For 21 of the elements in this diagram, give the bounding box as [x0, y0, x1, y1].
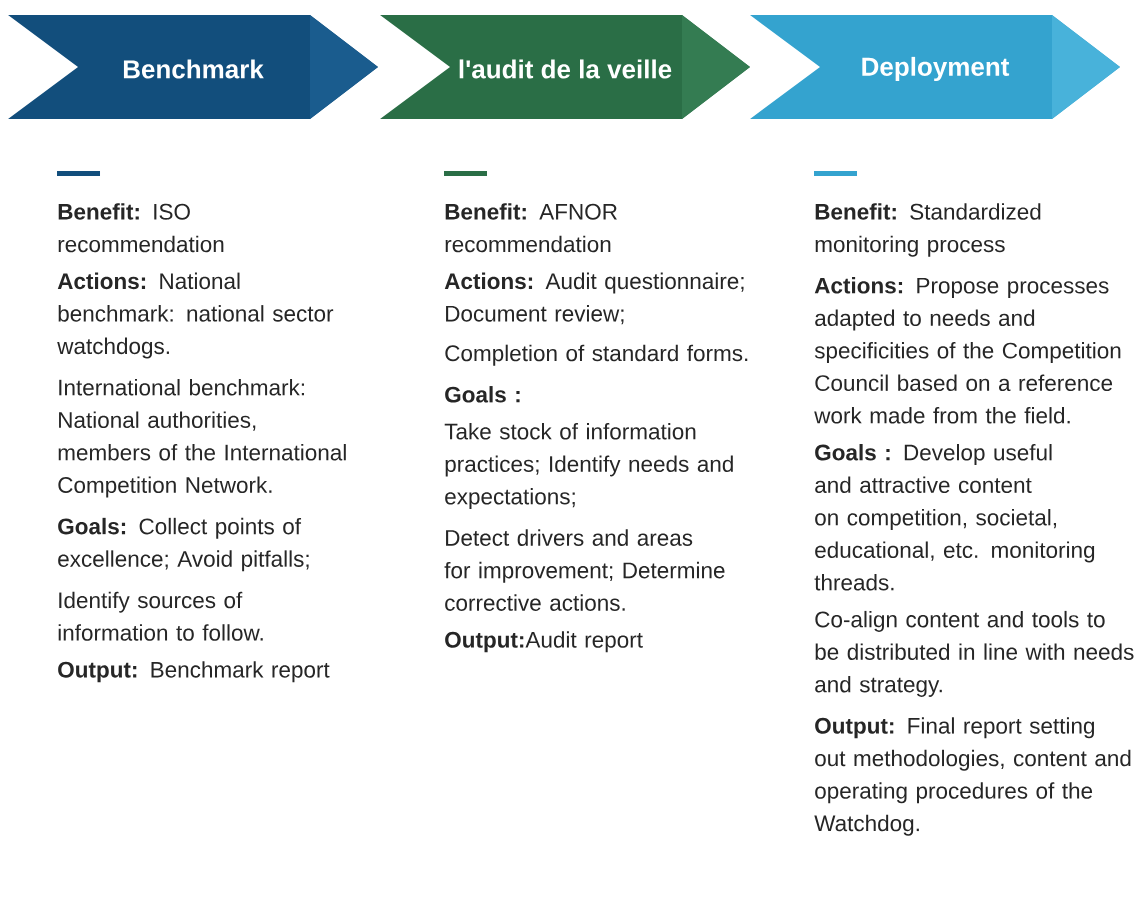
description-text: Benefit: Standardized monitoring process [815, 203, 1041, 257]
description-text: Actions: Propose processes adapted to needs and specificities of the Competition Council based on a reference work made from the field. [814, 277, 1121, 424]
description-text: Co-align content and tools to be distributed in line with needs and strategy. [815, 610, 1134, 697]
description-text: Output: Final report setting out methodologies, content and operating procedures of the Watchdog. [814, 717, 1131, 836]
description-text: Goals : Develop useful and attractive content on competition, societal, educational, etc. monitoring threads. [814, 443, 1095, 591]
description-text: Benefit: ISO recommendation [58, 203, 224, 253]
description-text: Goals : [445, 386, 520, 403]
description-text: Take stock of information practices; Identify needs and expectations; [444, 423, 733, 509]
description-text: Completion of standard forms. [445, 344, 748, 366]
chevron-banner: l'audit de la veille [380, 15, 750, 119]
description-text: Goals: Collect points of excellence; Avoid pitfalls; [58, 517, 309, 572]
description-text: Actions: National benchmark: national sector watchdogs. [57, 272, 334, 359]
description-text: Output:Audit report [445, 631, 643, 653]
description-text: Benefit: AFNOR recommendation [445, 203, 617, 253]
description-text: Output: Benchmark report [58, 661, 330, 683]
description-text: Actions: Audit questionnaire; Document review; [444, 272, 744, 325]
description-text: Identify sources of information to follow. [58, 591, 263, 641]
chevron-banner: Benchmark [8, 15, 378, 119]
description-text: International benchmark: National authorities, members of the International Competition Network. [58, 378, 346, 498]
chevron-banner: Deployment [750, 15, 1120, 119]
description-text: Detect drivers and areas for improvement; Determine corrective actions. [444, 529, 725, 611]
